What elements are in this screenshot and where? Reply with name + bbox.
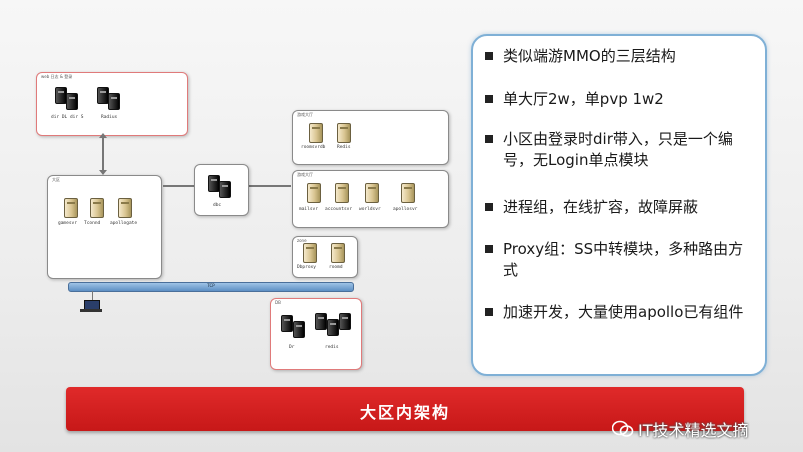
node-label: Tconnd <box>84 221 101 226</box>
server-icon <box>64 198 78 218</box>
node-label: Dbproxy <box>297 265 316 270</box>
bullet-item: 单大厅2w，单pvp 1w2 <box>485 89 747 110</box>
box-tag: DB <box>275 300 281 305</box>
bullet-square-icon <box>485 95 493 103</box>
connector-arrow <box>163 185 194 187</box>
node-label: Redis <box>337 145 351 150</box>
server-icon <box>66 93 78 110</box>
laptop-icon <box>80 300 102 312</box>
bullet-text: 类似端游MMO的三层结构 <box>503 47 676 65</box>
server-icon <box>315 313 327 330</box>
connector-arrow <box>92 291 93 300</box>
box-tag: 大区 <box>52 177 60 182</box>
server-icon <box>281 315 293 332</box>
server-icon <box>401 183 415 203</box>
server-icon <box>118 198 132 218</box>
connector-arrow <box>102 136 104 172</box>
server-icon <box>331 243 345 263</box>
arrow-head-icon <box>99 133 107 138</box>
watermark-text: IT技术精选文摘 <box>638 421 749 440</box>
server-icon <box>307 183 321 203</box>
box-tag: zone <box>297 238 307 243</box>
server-icon <box>339 313 351 330</box>
node-label: accountsvr <box>325 207 353 212</box>
bullet-item: 类似端游MMO的三层结构 <box>485 46 747 67</box>
arrow-head-icon <box>99 170 107 175</box>
bullet-square-icon <box>485 245 493 253</box>
bullet-item: Proxy组：SS中转模块，多种路由方式 <box>485 239 747 281</box>
bullet-panel: 类似端游MMO的三层结构 单大厅2w，单pvp 1w2 小区由登录时dir带入，… <box>471 34 767 376</box>
box-tag: web 日志 & 登录 <box>41 74 73 79</box>
node-label: apollogate <box>110 221 138 226</box>
server-icon <box>303 243 317 263</box>
bullet-square-icon <box>485 203 493 211</box>
connector-arrow <box>249 185 291 187</box>
zone-box: 大区 gamesvr Tconnd apollogate <box>47 175 162 279</box>
node-label: gamesvr <box>58 221 77 226</box>
box-tag: 游戏大厅 <box>297 172 313 177</box>
node-label: dir DL dir S <box>51 115 84 120</box>
bullet-item: 加速开发，大量使用apollo已有组件 <box>485 302 747 323</box>
node-label: roomd <box>329 265 343 270</box>
bullet-text: Proxy组：SS中转模块，多种路由方式 <box>503 240 744 279</box>
server-icon <box>337 123 351 143</box>
bullet-square-icon <box>485 52 493 60</box>
server-icon <box>327 319 339 336</box>
server-icon <box>108 93 120 110</box>
bullet-item: 进程组，在线扩容，故障屏蔽 <box>485 197 747 218</box>
node-label: mailsvr <box>299 207 318 212</box>
node-label: dbc <box>213 203 222 208</box>
server-icon <box>309 123 323 143</box>
node-label: Dr <box>289 345 295 350</box>
node-label: redis <box>325 345 339 350</box>
tcp-bus: TCP <box>68 282 354 292</box>
hall-box-top: 游戏大厅 roomsvrdb Redis <box>292 110 449 165</box>
web-login-box: web 日志 & 登录 dir DL dir S Radius <box>36 72 188 136</box>
node-label: worldsvr <box>359 207 381 212</box>
server-icon <box>293 321 305 338</box>
bullet-text: 小区由登录时dir带入，只是一个编号，无Login单点模块 <box>503 130 733 169</box>
server-icon <box>335 183 349 203</box>
box-tag: 游戏大厅 <box>297 112 313 117</box>
node-label: roomsvrdb <box>301 145 326 150</box>
bullet-item: 小区由登录时dir带入，只是一个编号，无Login单点模块 <box>485 129 747 171</box>
bullet-text: 加速开发，大量使用apollo已有组件 <box>503 303 744 321</box>
banner-title: 大区内架构 <box>359 403 450 422</box>
tcp-label: TCP <box>207 283 215 288</box>
db-box: DB Dr redis <box>270 298 362 370</box>
server-icon <box>219 181 231 198</box>
bullet-text: 单大厅2w，单pvp 1w2 <box>503 90 664 108</box>
wechat-icon <box>612 420 634 437</box>
dbc-box: dbc <box>194 164 249 216</box>
node-label: Radius <box>101 115 118 120</box>
node-label: apollosvr <box>393 207 418 212</box>
server-icon <box>365 183 379 203</box>
watermark: IT技术精选文摘 <box>612 417 749 441</box>
bullet-text: 进程组，在线扩容，故障屏蔽 <box>503 198 699 216</box>
bullet-square-icon <box>485 308 493 316</box>
hall-box-mid: 游戏大厅 mailsvr accountsvr worldsvr apollos… <box>292 170 449 228</box>
title-banner: 大区内架构 <box>66 387 744 431</box>
bullet-square-icon <box>485 135 493 143</box>
server-icon <box>90 198 104 218</box>
zone-proxy-box: zone Dbproxy roomd <box>292 236 358 278</box>
